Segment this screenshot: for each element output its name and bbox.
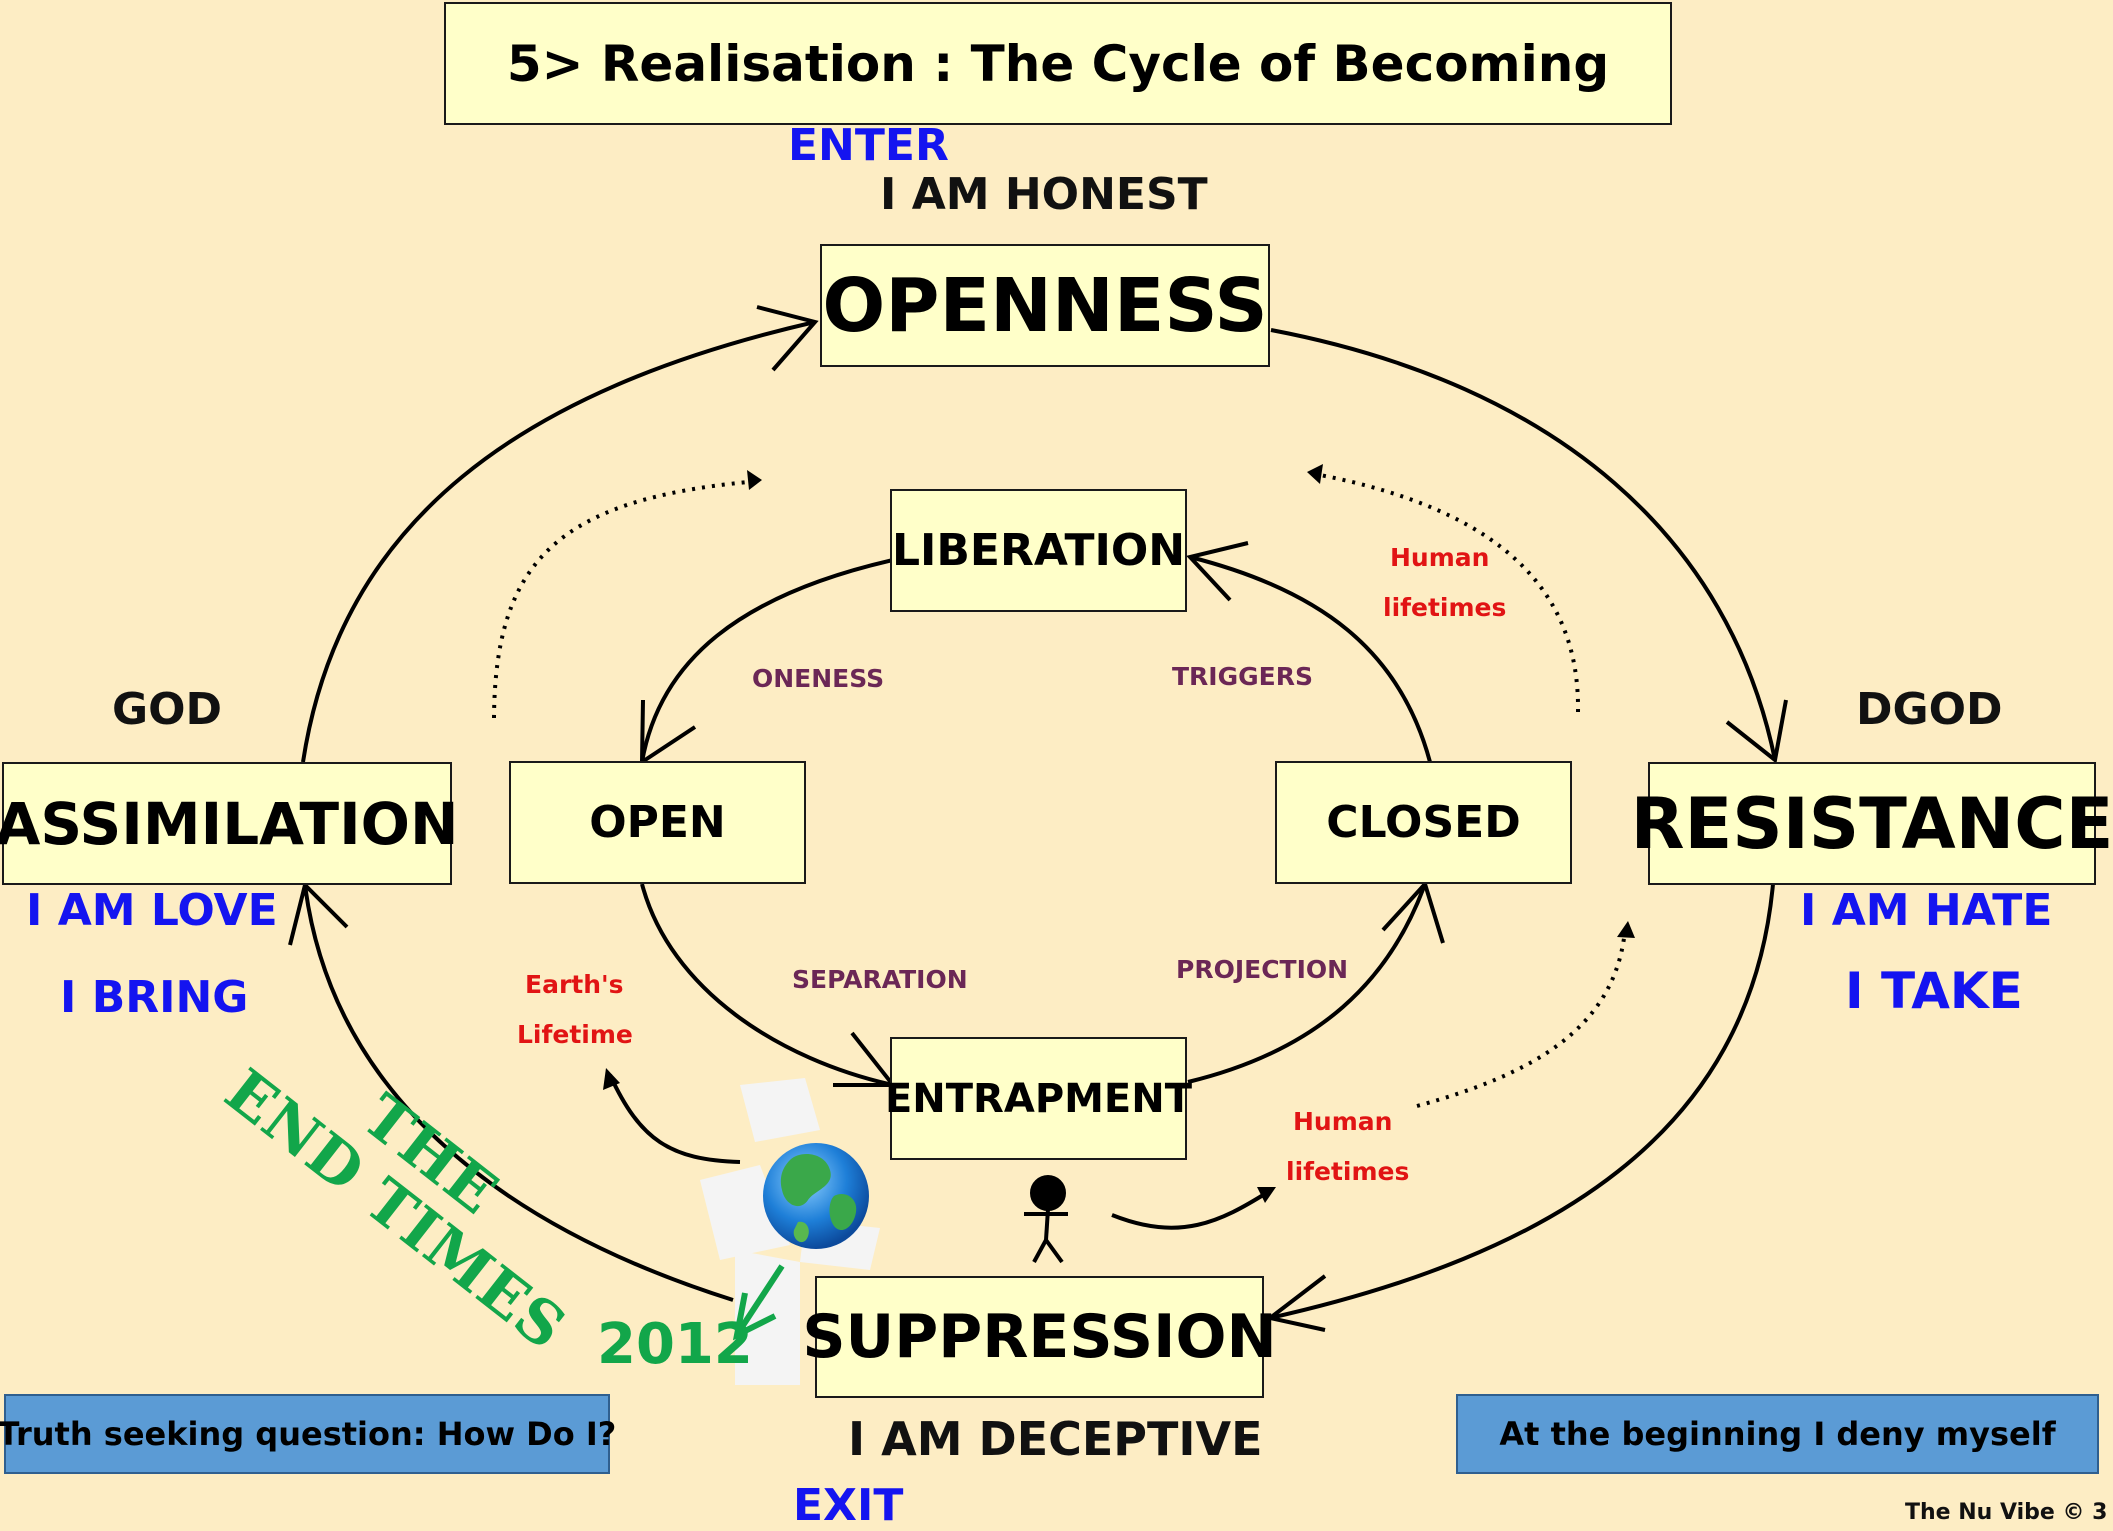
oneness-label: ONENESS <box>752 664 885 693</box>
truth-seeking-question-box: Truth seeking question: How Do I? <box>0 1394 616 1474</box>
dotted-arrowhead-left <box>747 470 762 490</box>
god-label: GOD <box>112 684 223 735</box>
human-lifetimes-top-line2: lifetimes <box>1383 593 1507 622</box>
dotted-arrow-bottom-right <box>1416 929 1627 1108</box>
closed-box: CLOSED <box>1275 761 1572 884</box>
earths-lifetime-line1: Earth's <box>525 970 624 999</box>
arrow-head-assimilation <box>288 881 349 946</box>
arrow-resistance-to-suppression <box>1269 883 1775 1320</box>
openness-box: OPENNESS <box>820 244 1270 367</box>
arrowhead-human-lifetimes <box>1257 1187 1276 1203</box>
page-title: 5> Realisation : The Cycle of Becoming <box>444 2 1672 125</box>
arrow-head-liberation <box>1186 541 1249 602</box>
curve-earth-to-lifetime <box>608 1074 741 1164</box>
i-bring-label: I BRING <box>60 972 249 1023</box>
i-take-label: I TAKE <box>1845 962 2023 1020</box>
resistance-box: RESISTANCE <box>1631 762 2113 885</box>
human-lifetimes-bottom-line2: lifetimes <box>1286 1157 1410 1186</box>
human-lifetimes-bottom-line1: Human <box>1293 1107 1393 1136</box>
exit-label: EXIT <box>793 1480 904 1531</box>
arrow-open-to-entrapment <box>640 883 894 1087</box>
assimilation-box: ASSIMILATION <box>0 762 459 885</box>
arrowhead-earth-lifetime <box>603 1068 620 1090</box>
stick-figure-icon <box>1024 1175 1068 1264</box>
curve-person-to-lifetimes <box>1111 1190 1270 1230</box>
arrow-liberation-to-open <box>640 558 894 763</box>
dotted-arrow-left <box>492 480 749 719</box>
arrow-head-resistance <box>1725 699 1788 764</box>
globe-earth-icon <box>763 1143 869 1249</box>
i-am-hate-label: I AM HATE <box>1800 885 2053 936</box>
arrow-head-closed <box>1381 880 1445 944</box>
arrow-head-openness <box>756 305 819 372</box>
copyright-label: The Nu Vibe © 3 <box>1905 1500 2108 1525</box>
earths-lifetime-line2: Lifetime <box>517 1020 633 1049</box>
dotted-arrowhead-top-right <box>1307 464 1323 484</box>
open-box: OPEN <box>509 761 806 884</box>
arrow-assimilation-to-openness <box>301 320 816 763</box>
arrow-suppression-to-assimilation <box>303 884 734 1302</box>
beginning-statement-box: At the beginning I deny myself <box>1456 1394 2099 1474</box>
arrow-closed-to-liberation <box>1189 555 1432 763</box>
year-2012-label: 2012 <box>597 1312 753 1377</box>
triggers-label: TRIGGERS <box>1172 662 1313 691</box>
suppression-box: SUPPRESSION <box>802 1276 1277 1398</box>
dotted-arrowhead-bottom-right <box>1617 921 1635 938</box>
enter-label: ENTER <box>788 120 949 171</box>
entrapment-box: ENTRAPMENT <box>885 1037 1192 1160</box>
arrow-head-suppression <box>1265 1274 1327 1332</box>
arrow-openness-to-resistance <box>1270 328 1777 761</box>
i-am-love-label: I AM LOVE <box>26 885 278 936</box>
liberation-box: LIBERATION <box>890 489 1187 612</box>
arrow-2012 <box>737 1264 785 1332</box>
dgod-label: DGOD <box>1856 684 2003 735</box>
projection-label: PROJECTION <box>1176 955 1349 984</box>
human-lifetimes-top-line1: Human <box>1390 543 1490 572</box>
arrow-entrapment-to-closed <box>1187 883 1427 1084</box>
separation-label: SEPARATION <box>792 965 968 994</box>
i-am-deceptive-label: I AM DECEPTIVE <box>848 1412 1263 1466</box>
openness-affirmation: I AM HONEST <box>880 169 1208 220</box>
